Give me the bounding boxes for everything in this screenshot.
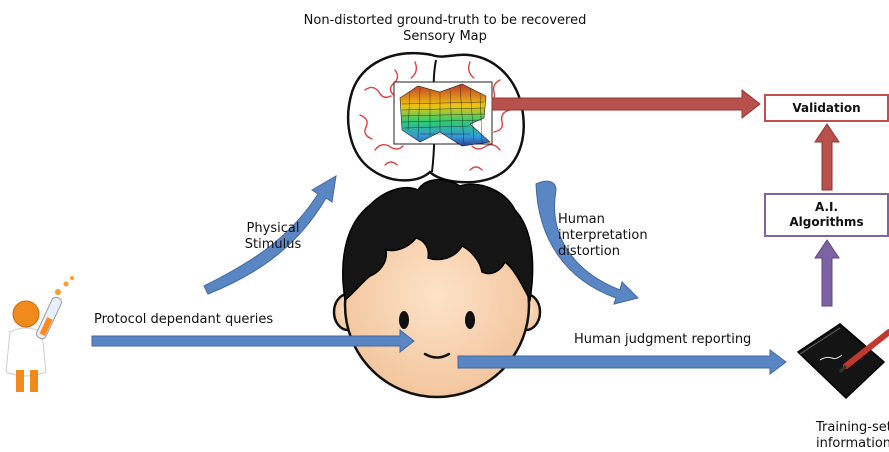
ai-label-line-1: A.I. — [815, 200, 838, 215]
arrow-to-validation — [492, 90, 760, 118]
label-protocol-queries: Protocol dependant queries — [94, 312, 273, 328]
label-training-set: Training-set information — [816, 420, 889, 452]
ai-algorithms-box: A.I. Algorithms — [764, 193, 889, 237]
arrow-ai-to-validation — [815, 124, 839, 190]
label-human-distortion: Human interpretation distortion — [558, 212, 648, 260]
brain-sensory-map — [348, 53, 524, 182]
training-set-line-2: information — [816, 436, 889, 452]
label-judgment-reporting: Human judgment reporting — [574, 332, 751, 348]
validation-label: Validation — [792, 101, 860, 116]
title-line-2: Sensory Map — [270, 29, 620, 45]
title-line-1: Non-distorted ground-truth to be recover… — [270, 13, 620, 29]
physical-stimulus-line-1: Physical — [228, 221, 318, 237]
training-set-line-1: Training-set — [816, 420, 889, 436]
scientist-figure — [6, 276, 74, 392]
physical-stimulus-line-2: Stimulus — [228, 237, 318, 253]
right-eye — [465, 311, 475, 329]
label-physical-stimulus: Physical Stimulus — [228, 221, 318, 253]
human-distortion-line-2: interpretation — [558, 228, 648, 244]
arrow-training-to-ai — [815, 240, 839, 306]
human-distortion-line-3: distortion — [558, 244, 648, 260]
ai-label-line-2: Algorithms — [789, 215, 863, 230]
notebook-figure — [798, 324, 889, 398]
left-eye — [399, 311, 409, 329]
human-distortion-line-1: Human — [558, 212, 648, 228]
validation-box: Validation — [764, 94, 889, 122]
